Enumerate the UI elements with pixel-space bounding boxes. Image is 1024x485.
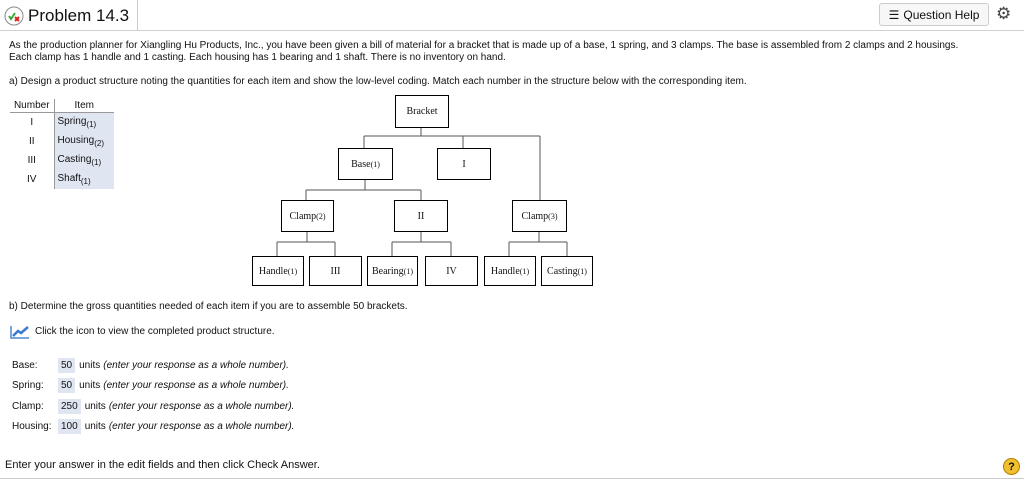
chart-icon[interactable] xyxy=(10,325,30,339)
problem-text: As the production planner for Xiangling … xyxy=(9,40,959,63)
page-title: Problem 14.3 xyxy=(28,5,130,25)
tree-node-ii: II xyxy=(394,200,448,232)
spring-input[interactable]: 50 xyxy=(58,377,76,393)
tree-node-iv: IV xyxy=(425,256,478,286)
tree-connectors xyxy=(276,128,568,256)
header: Problem 14.3 ☰Question Help ⚙ xyxy=(0,0,1024,31)
tree-node-handle-2: Handle(1) xyxy=(484,256,536,286)
footer-instruction: Enter your answer in the edit fields and… xyxy=(5,459,320,471)
partial-correct-icon xyxy=(4,6,24,25)
tree-node-bracket: Bracket xyxy=(395,95,449,128)
gear-icon[interactable]: ⚙ xyxy=(996,4,1012,23)
part-b-text: b) Determine the gross quantities needed… xyxy=(9,301,408,312)
tree-node-handle: Handle(1) xyxy=(252,256,304,286)
tree-node-bearing: Bearing(1) xyxy=(367,256,418,286)
tree-node-clamp-3: Clamp(3) xyxy=(512,200,567,232)
tree-node-casting: Casting(1) xyxy=(541,256,593,286)
base-input[interactable]: 50 xyxy=(58,357,76,373)
tree-node-base: Base(1) xyxy=(338,148,393,180)
housing-input[interactable]: 100 xyxy=(58,418,81,434)
part-a-text: a) Design a product structure noting the… xyxy=(9,76,747,87)
tree-node-i: I xyxy=(437,148,491,180)
footer-divider xyxy=(0,478,1024,479)
view-structure-link[interactable]: Click the icon to view the completed pro… xyxy=(10,325,275,339)
tree-node-iii: III xyxy=(309,256,362,286)
tree-node-clamp-2: Clamp(2) xyxy=(281,200,334,232)
clamp-input[interactable]: 250 xyxy=(58,398,81,414)
title-area: Problem 14.3 xyxy=(0,0,138,31)
question-help-button[interactable]: ☰Question Help xyxy=(879,3,989,26)
list-icon: ☰ xyxy=(888,7,900,22)
help-button[interactable]: ? xyxy=(1003,458,1020,475)
